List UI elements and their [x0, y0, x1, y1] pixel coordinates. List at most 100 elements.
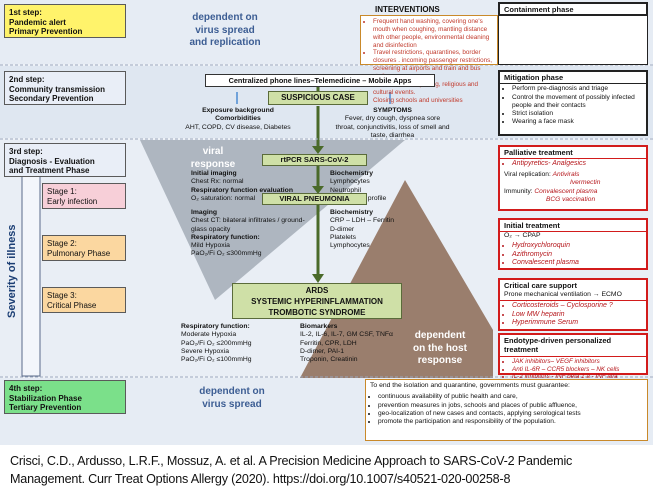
- comorbidities-text: AHT, COPD, CV disease, Diabetes: [185, 123, 291, 131]
- critical-resp-line: Severe Hypoxia: [181, 347, 229, 355]
- viral-response-shape: [140, 140, 405, 300]
- containment-body: [498, 15, 648, 65]
- containment-panel: Containment phase: [498, 2, 648, 16]
- prone-ventilation: Prone mechanical ventilation → ECMO: [500, 291, 646, 301]
- ards-box: ARDS SYSTEMIC HYPERINFLAMMATION TROMBOTI…: [232, 283, 402, 319]
- flow-arrowhead: [312, 186, 324, 194]
- critical-bio-item: Ferritin, CPR, LDH: [300, 339, 357, 347]
- host-response-line3: response: [417, 355, 463, 366]
- palliative-list: Antipyretics- Analgesics: [500, 159, 646, 171]
- immunity-row: Immunity: Convalescent plasma: [500, 188, 646, 196]
- stabilization-item: geo-localization of new cases and contac…: [378, 410, 643, 418]
- dependent-virus-top-line3: and replication: [189, 37, 261, 48]
- dependent-virus-bottom-line1: dependent on: [199, 386, 265, 397]
- dependent-virus-top: dependent on virus spread and replicatio…: [170, 12, 280, 50]
- stabilization-item: prevention measures in jobs, schools and…: [378, 402, 643, 410]
- step-1-title: Pandemic alert: [9, 17, 66, 27]
- telemedicine-box: Centralized phone lines–Telemedicine – M…: [205, 74, 435, 87]
- step-1-box: 1st step: Pandemic alert Primary Prevent…: [4, 4, 126, 38]
- exposure-block: Exposure background Comorbidities AHT, C…: [178, 107, 298, 132]
- flow-arrowhead: [312, 274, 324, 283]
- exposure-title: Exposure background: [202, 107, 274, 114]
- pneumonia-bio-item: D-dimer: [330, 225, 355, 233]
- pneumonia-bio-item: Lymphocytes: [330, 242, 370, 250]
- mitigation-item: Perform pre-diagnosis and triage: [512, 85, 642, 93]
- symptoms-title: SYMPTOMS: [373, 107, 412, 114]
- stabilization-item: continuous availability of public health…: [378, 393, 643, 401]
- stabilization-list: continuous availability of public health…: [366, 392, 647, 428]
- pneumonia-imaging-title: Imaging: [191, 209, 218, 216]
- initial-bio-item: Lymphocytes: [330, 178, 370, 186]
- mitigation-item: Wearing a face mask: [512, 118, 642, 126]
- initial-treatment-item: Hydroxychloroquin: [512, 242, 642, 251]
- endotype-item: IL-2 inhibitors - INF beta 1 a - INF alf…: [512, 373, 642, 381]
- pneumonia-bio-item: Platelets: [330, 233, 357, 241]
- containment-title: Containment phase: [504, 5, 574, 14]
- step-3-title: Diagnosis - Evaluation: [9, 156, 95, 166]
- critical-bio-block: Biomarkers IL-2, IL-6, IL-7, GM CSF, TNF…: [300, 323, 405, 364]
- stage-1-label: Stage 1:: [47, 187, 77, 196]
- severity-label: Severity of illness: [6, 224, 18, 318]
- intervention-item: Closing schools and universities: [373, 97, 493, 105]
- step-4-box: 4th step: Stabilization Phase Tertiary P…: [4, 380, 126, 414]
- resp-eval-text: O₂ saturation: normal: [191, 194, 256, 202]
- viral-response-line1: viral: [202, 146, 224, 157]
- comorbidities-title: Comorbidities: [215, 115, 261, 123]
- oxygen-cpap: O₂ → CPAP: [504, 232, 541, 240]
- endotype-panel: Endotype-driven personalized treatment J…: [498, 333, 648, 380]
- critical-resp-line: PaO₂/Fi O₂ ≤200mmHg: [181, 339, 252, 347]
- critical-bio-item: D-dimer, PAI-1: [300, 347, 345, 355]
- critical-care-title: Critical care support: [504, 281, 577, 290]
- suspicious-case-box: SUSPICIOUS CASE: [268, 91, 368, 105]
- stage-2-box: Stage 2: Pulmonary Phase: [42, 235, 126, 261]
- pneumonia-resp-title: Respiratory function:: [191, 233, 260, 241]
- host-response-label: dependent on the host response: [400, 330, 480, 368]
- step-2-label: 2nd step:: [9, 75, 45, 84]
- antivirals-text: Antivirals: [552, 171, 580, 179]
- viral-pneumonia-box: VIRAL PNEUMONIA: [262, 193, 367, 205]
- flow-arrowhead: [312, 146, 324, 154]
- dependent-virus-bottom: dependent on virus spread: [182, 386, 282, 411]
- critical-care-list: Corticosteroids – Cyclosporine ? Low MW …: [500, 301, 646, 330]
- stage-1-title: Early infection: [47, 197, 98, 206]
- interventions-list: Frequent hand washing, covering one's mo…: [361, 16, 497, 106]
- ivermectin-text: Ivermectin: [570, 179, 601, 187]
- host-response-line1: dependent: [414, 330, 466, 341]
- stabilization-panel: To end the isolation and quarantine, gov…: [365, 379, 648, 441]
- pneumonia-resp-text: PaO₂/Fi O₂ ≤300mmHg: [191, 250, 262, 258]
- critical-resp-block: Respiratory function: Moderate Hypoxia P…: [181, 323, 301, 364]
- critical-bio-item: IL-2, IL-6, IL-7, GM CSF, TNFα: [300, 331, 393, 339]
- pneumonia-resp-text: Mild Hypoxia: [191, 242, 230, 250]
- initial-treatment-item: Convalescent plasma: [512, 259, 642, 268]
- mitigation-title: Mitigation phase: [500, 72, 646, 85]
- step-3-label: 3rd step:: [9, 147, 43, 156]
- critical-care-item: Low MW heparin: [512, 311, 642, 320]
- pneumonia-bio-block: Biochemistry CRP – LDH – Ferritin D-dime…: [330, 209, 430, 250]
- mitigation-list: Perform pre-diagnosis and triage Control…: [500, 84, 646, 128]
- step-2-title: Community transmission: [9, 84, 106, 94]
- conv-plasma-text: Convalescent plasma: [534, 187, 598, 195]
- palliative-panel: Palliative treatment Antipyretics- Analg…: [498, 145, 648, 211]
- initial-treatment-title: Initial treatment: [500, 220, 646, 233]
- viral-response-label: viral response: [188, 146, 238, 171]
- step-4-label: 4th step:: [9, 384, 43, 393]
- symptoms-block: SYMPTOMS Fever, dry cough, dyspnea sore …: [335, 107, 450, 140]
- step-3-subtitle: and Treatment Phase: [9, 166, 90, 176]
- critical-bio-item: Troponin, Creatinin: [300, 356, 358, 364]
- stage-1-box: Stage 1: Early infection: [42, 183, 126, 209]
- resp-eval-title: Respiratory function evaluation: [191, 186, 293, 194]
- initial-imaging-text: Chest Rx: normal: [191, 178, 244, 186]
- host-response-shape: [300, 180, 493, 378]
- stage-3-title: Critical Phase: [47, 301, 97, 310]
- step-2-box: 2nd step: Community transmission Seconda…: [4, 71, 126, 105]
- initial-imaging-title: Initial imaging: [191, 170, 237, 177]
- diagram-canvas: 1st step: Pandemic alert Primary Prevent…: [0, 0, 653, 445]
- endotype-item: JAK inhibitors– VEGF inhibitors: [512, 358, 642, 366]
- pneumonia-imaging-text: Chest CT: bilateral infiltrates / ground…: [191, 217, 305, 233]
- initial-eval-block: Initial imaging Chest Rx: normal Respira…: [191, 170, 316, 203]
- bcg-text: BCG vaccination: [546, 195, 596, 203]
- step-4-subtitle: Tertiary Prevention: [9, 403, 82, 413]
- dependent-virus-top-line1: dependent on: [192, 12, 258, 23]
- critical-resp-title: Respiratory function:: [181, 323, 250, 330]
- dependent-virus-top-line2: virus spread: [195, 24, 255, 36]
